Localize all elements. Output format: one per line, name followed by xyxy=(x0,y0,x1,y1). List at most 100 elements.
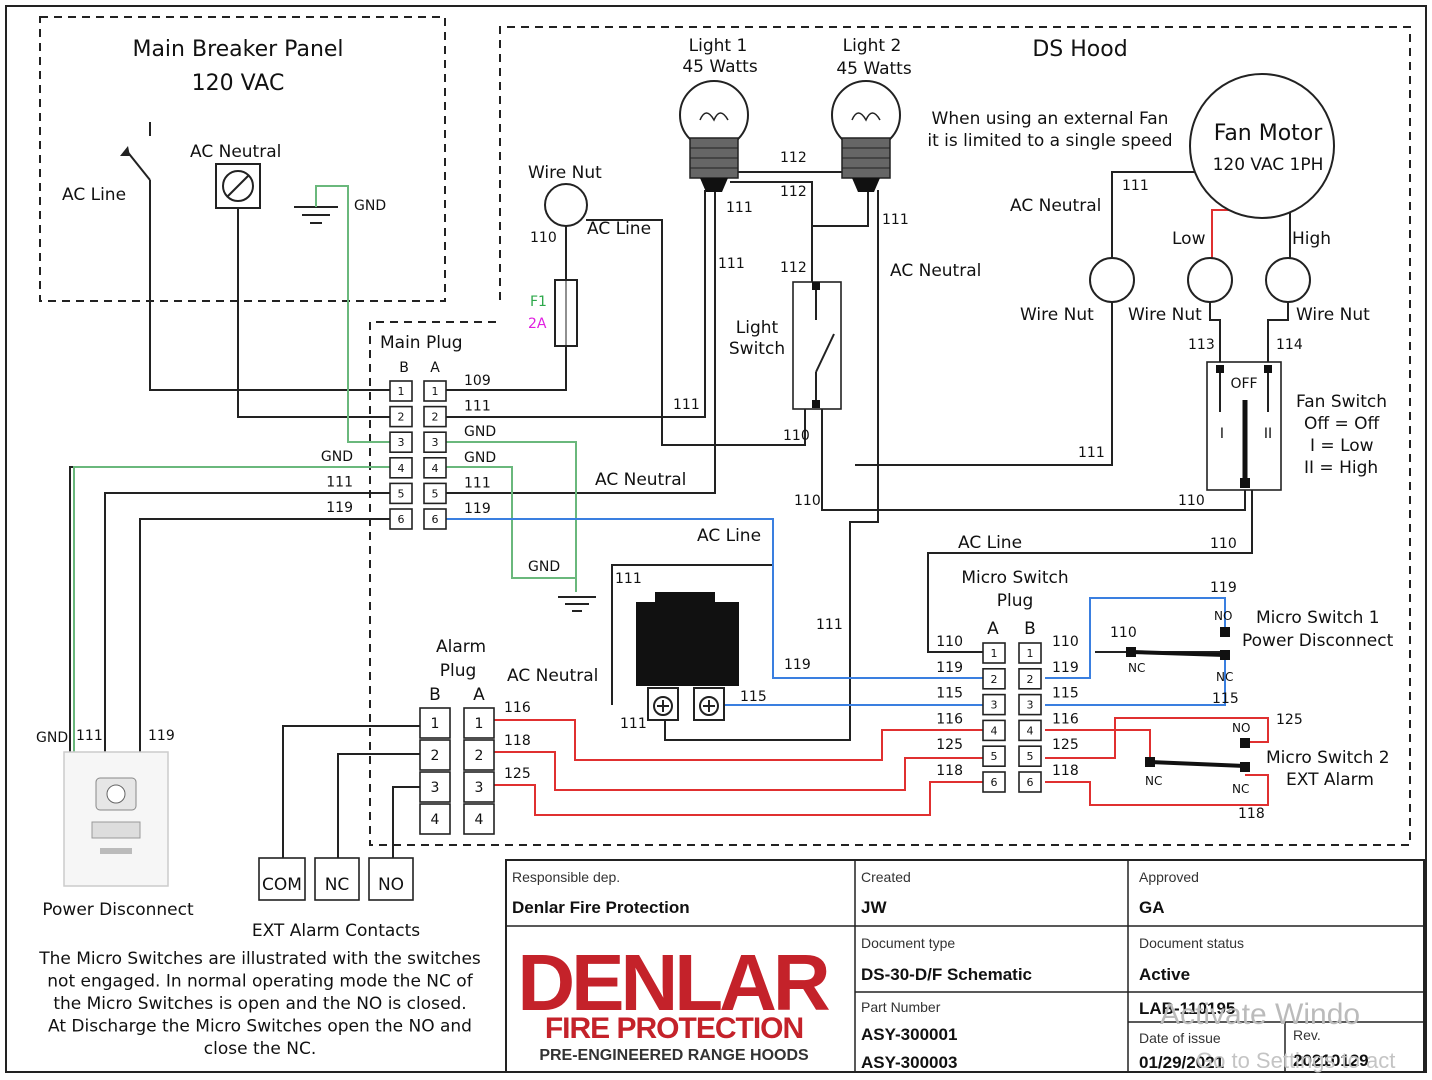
tb-part-number-1: ASY-300001 xyxy=(861,1025,957,1044)
alarm-plug-b-pin-1 xyxy=(419,707,451,739)
main-plug-a-pin-2 xyxy=(423,405,447,428)
micro-plug-right-wire-5: 118 xyxy=(1052,763,1079,779)
main-plug-b-pin-label: 4 xyxy=(398,462,405,475)
ac-line-label-main: AC Line xyxy=(697,526,761,546)
wire-110-d: 110 xyxy=(1210,536,1237,552)
alarm-plug-a-pin-label: 4 xyxy=(475,812,484,828)
wire-111-h: 111 xyxy=(816,617,843,633)
tb-part-number-label: Part Number xyxy=(861,999,941,1015)
logo-brand: DENLAR xyxy=(517,938,830,1027)
fan-switch-pos1: I xyxy=(1220,426,1224,442)
micro-plug-a-pin-label: 4 xyxy=(991,724,998,737)
tb-approved-label: Approved xyxy=(1139,869,1199,885)
wire-110-a: 110 xyxy=(783,428,810,444)
tb-created: JW xyxy=(861,898,887,917)
micro-switch-1-nc-b: NC xyxy=(1216,670,1233,684)
main-breaker-title: Main Breaker Panel xyxy=(132,37,343,62)
green-wires xyxy=(73,185,577,760)
alarm-plug-b-pin-2 xyxy=(419,739,451,771)
wire-nut-neutral-icon xyxy=(1089,257,1135,303)
wire-111-g: 111 xyxy=(615,571,642,587)
interlock-relay-icon xyxy=(636,592,739,721)
ext-alarm-nc-terminal xyxy=(314,857,360,901)
micro-switch-2-wire-125: 125 xyxy=(1276,712,1303,728)
wire-nut-label-1: Wire Nut xyxy=(1020,305,1094,325)
wire-112-c: 112 xyxy=(780,260,807,276)
tb-doc-status-label: Document status xyxy=(1139,935,1244,951)
alarm-plug-b-pin-label: 2 xyxy=(431,748,440,764)
fan-motor-icon xyxy=(1189,73,1335,219)
main-plug-left-wire-1: 111 xyxy=(326,475,353,491)
wire-number-labels: 110 112 112 112 111 111 111 111 110 110 … xyxy=(530,150,1303,732)
tb-responsible-dep-label: Responsible dep. xyxy=(512,869,620,885)
micro-plug-left-wire-2: 115 xyxy=(936,686,963,702)
alarm-plug-wire-1: 118 xyxy=(504,733,531,749)
micro-plug-right-wire-3: 116 xyxy=(1052,711,1079,727)
micro-switch-1-wire-115: 115 xyxy=(1212,691,1239,707)
micro-switch-note: The Micro Switches are illustrated with … xyxy=(38,949,481,1059)
light-bulb-2-icon xyxy=(831,80,901,192)
main-plug-b-pin-label: 1 xyxy=(398,385,405,398)
main-plug-b-pin-5 xyxy=(389,482,413,505)
fan-ac-neutral-label: AC Neutral xyxy=(1010,196,1101,216)
micro-switch-2-nc-a: NC xyxy=(1145,774,1162,788)
micro-switch-2-no: NO xyxy=(1232,721,1250,735)
fan-motor-title: Fan Motor xyxy=(1214,121,1324,146)
main-plug-b-pin-label: 5 xyxy=(398,487,405,500)
micro-plug-b-pin-label: 3 xyxy=(1027,699,1034,712)
wire-112-b: 112 xyxy=(780,184,807,200)
micro-switch-2-wire-118: 118 xyxy=(1238,806,1265,822)
micro-switch-1-wire-119: 119 xyxy=(1210,580,1237,596)
micro-plug-right-wire-1: 119 xyxy=(1052,660,1079,676)
light-2-watts: 45 Watts xyxy=(836,59,912,79)
main-plug-right-wire-4: 111 xyxy=(464,475,491,491)
ac-line-label-top: AC Line xyxy=(587,219,651,239)
alarm-plug-a-pin-3 xyxy=(463,771,495,803)
fan-note-line2: it is limited to a single speed xyxy=(927,131,1172,151)
main-plug-left-wire-0: GND xyxy=(321,449,353,465)
ac-neutral-label-main: AC Neutral xyxy=(595,470,686,490)
blue-wires xyxy=(446,518,1226,706)
main-plug-b-pin-label: 3 xyxy=(398,436,405,449)
wire-119-a: 119 xyxy=(784,657,811,673)
light-switch-label-2: Switch xyxy=(729,339,785,359)
alarm-plug-wire-2: 125 xyxy=(504,766,531,782)
main-plug-a-pin-label: 1 xyxy=(432,385,439,398)
wire-nut-label-3: Wire Nut xyxy=(1296,305,1370,325)
alarm-plug-a-pin-2 xyxy=(463,739,495,771)
alarm-plug-b-pin-label: 3 xyxy=(431,780,440,796)
micro-plug-b-pin-1 xyxy=(1018,642,1042,664)
wire-113: 113 xyxy=(1188,337,1215,353)
fan-switch-pos2: II xyxy=(1264,426,1272,442)
light-1-watts: 45 Watts xyxy=(682,57,758,77)
tb-date-label: Date of issue xyxy=(1139,1030,1221,1046)
fan-switch-title: Fan Switch xyxy=(1296,392,1387,412)
logo-line2: FIRE PROTECTION xyxy=(545,1012,803,1045)
alarm-plug-col-b: B xyxy=(429,685,441,705)
micro-plug-left-wire-5: 118 xyxy=(936,763,963,779)
alarm-plug-a-pin-label: 1 xyxy=(475,716,484,732)
main-plug-a-pin-label: 2 xyxy=(432,411,439,424)
wire-110-c: 110 xyxy=(1178,493,1205,509)
main-plug-a-pin-label: 6 xyxy=(432,513,439,526)
alarm-plug-b-pin-4 xyxy=(419,803,451,835)
main-plug-right-wire-2: GND xyxy=(464,424,496,440)
note-line-1: not engaged. In normal operating mode th… xyxy=(47,972,473,992)
wire-nut-label-2: Wire Nut xyxy=(1128,305,1202,325)
fan-high-label: High xyxy=(1292,229,1331,249)
main-plug-a-pin-label: 4 xyxy=(432,462,439,475)
note-line-2: the Micro Switches is open and the NO is… xyxy=(53,994,466,1014)
ground-symbol-bottom-icon xyxy=(558,596,596,612)
ext-alarm-nc: NC xyxy=(325,875,350,895)
wire-nut-label-top: Wire Nut xyxy=(528,163,602,183)
wire-nut-high-icon xyxy=(1265,257,1311,303)
micro-switch-1-wire-110: 110 xyxy=(1110,625,1137,641)
power-disconnect-119: 119 xyxy=(148,728,175,744)
main-plug-b-pin-3 xyxy=(389,431,413,454)
watermark-line1: Activate Windo xyxy=(1160,998,1360,1031)
main-plug-col-b: B xyxy=(399,360,409,376)
micro-plug-b-pin-label: 2 xyxy=(1027,673,1034,686)
fuse-name: F1 xyxy=(530,294,547,310)
